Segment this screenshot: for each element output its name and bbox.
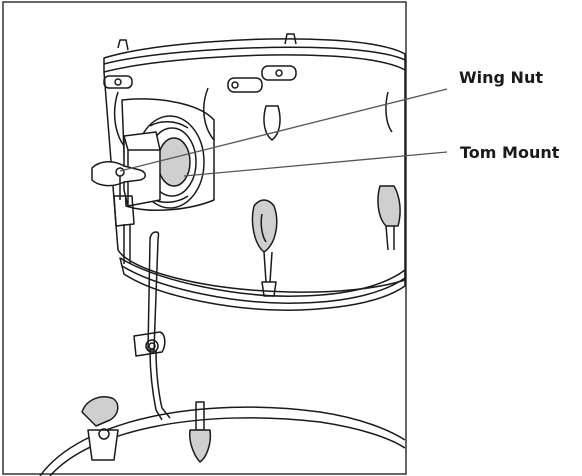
tom-mount-ring [135,115,205,209]
top-lug-center [227,77,263,93]
bottom-hoop [119,257,406,311]
tom-mount-leader [183,151,448,177]
lower-knob [81,396,119,427]
tom-mount-label: Tom Mount [460,143,560,162]
shell-lug-lower [251,199,278,253]
illustration-frame [2,1,407,475]
shell-lug-upper [263,105,281,141]
wing-nut-label: Wing Nut [459,68,543,87]
top-lug-left [103,75,133,89]
drum-shell [103,70,406,293]
tom-drum [39,33,406,476]
wing-nut-leader [119,88,448,172]
mounting-arm [123,224,171,421]
mount-bracket [121,98,215,211]
wing-nut [91,161,146,227]
shell-lug-right [377,185,401,227]
top-lug-right [261,65,297,81]
lower-drum [39,406,406,476]
